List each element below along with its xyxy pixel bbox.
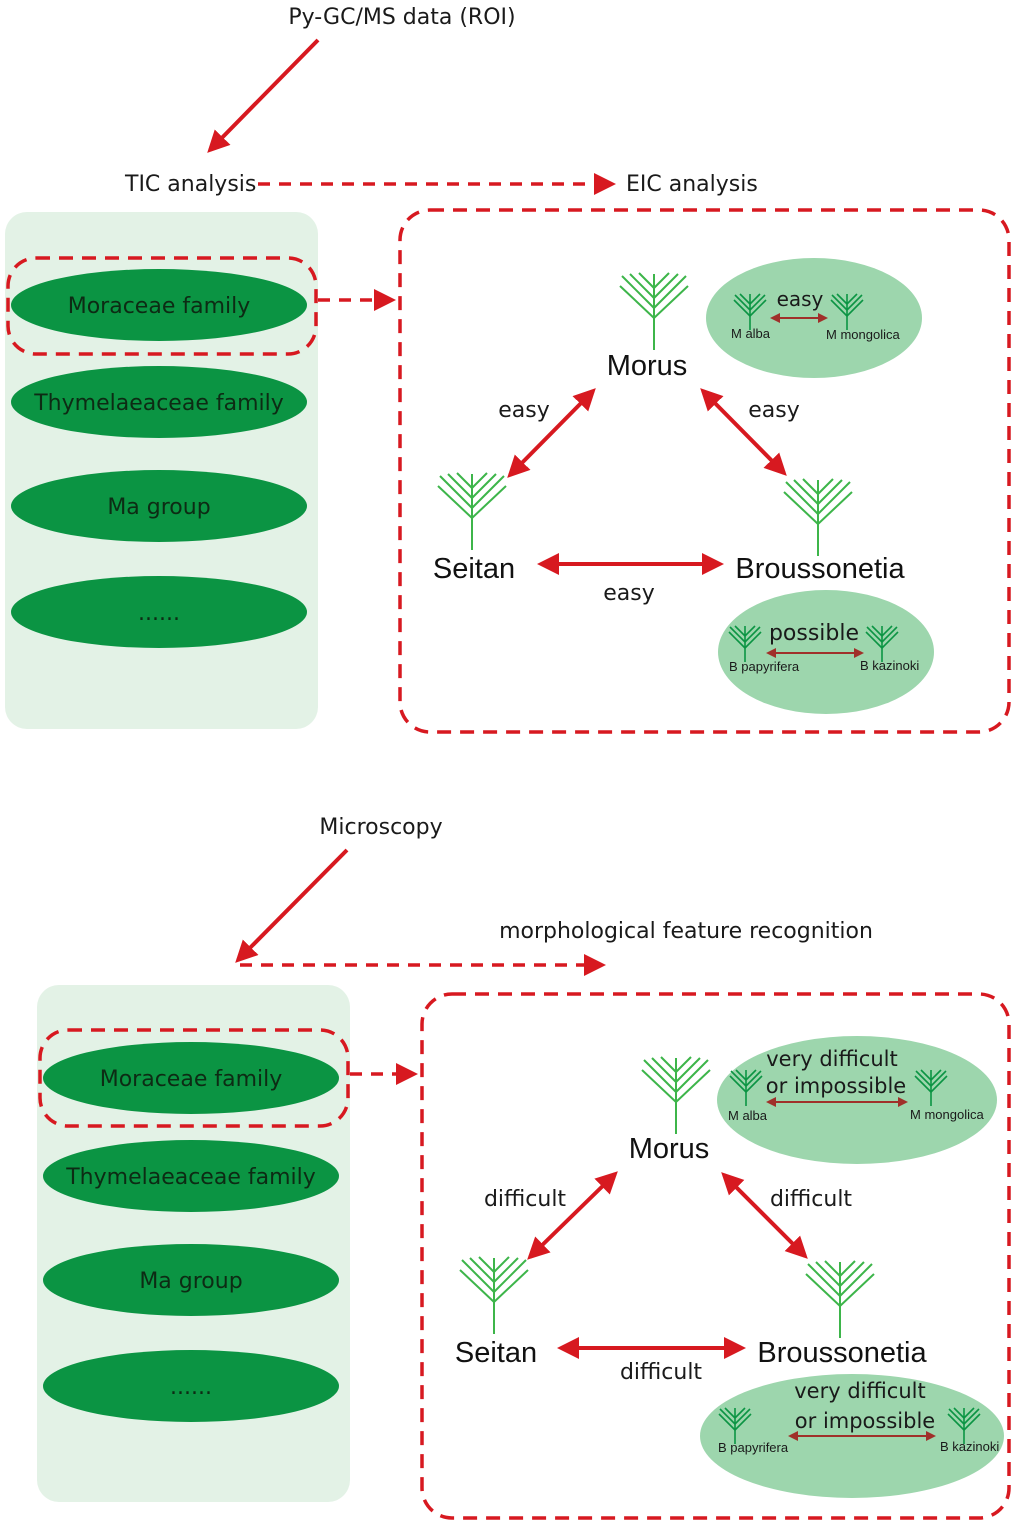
bottom-list-item-3[interactable] [43, 1350, 339, 1422]
top-edge-label-morus-broussonetia: easy [748, 398, 800, 423]
top-broussonetia-tree-icon [783, 478, 853, 557]
top-seitan-label: Seitan [433, 553, 515, 585]
bottom-list-item-2[interactable] [43, 1244, 339, 1316]
bottom-edge-label-seitan-broussonetia: difficult [620, 1360, 702, 1385]
bottom-seitan-tree-icon [459, 1256, 529, 1335]
bottom-source-label: Microscopy [319, 815, 442, 840]
top-edge-seitan-morus [507, 388, 596, 478]
top-morus-tree-icon [619, 272, 689, 351]
eic-label: EIC analysis [626, 172, 758, 197]
bottom-list-item-0[interactable] [43, 1042, 339, 1114]
top-detail-box [398, 208, 1011, 734]
bottom-broussonetia-tree-icon [805, 1260, 875, 1339]
bottom-detail-box [420, 992, 1011, 1520]
bottom-edge-label-morus-broussonetia: difficult [770, 1187, 852, 1212]
top-b-papyrifera: B papyrifera [729, 659, 800, 674]
bottom-highlight-box [38, 1028, 350, 1128]
bottom-list-label-1: Thymelaeaceae family [65, 1165, 316, 1190]
top-list-label-0: Moraceae family [68, 294, 251, 319]
top-edge-label-seitan-broussonetia: easy [603, 581, 655, 606]
top-morus-relation: easy [777, 287, 824, 311]
top-morus-label: Morus [607, 350, 688, 382]
bottom-method-label: morphological feature recognition [499, 919, 873, 944]
bottom-b-kazinoki: B kazinoki [940, 1439, 999, 1454]
bottom-broussonetia-label: Broussonetia [757, 1337, 927, 1369]
top-m-alba: M alba [731, 326, 771, 341]
top-list-label-1: Thymelaeaceae family [33, 391, 284, 416]
top-source-label: Py-GC/MS data (ROI) [288, 5, 515, 30]
top-edge-label-seitan-morus: easy [498, 398, 550, 423]
top-list-label-3: ...... [138, 601, 180, 626]
bottom-source-arrow [235, 848, 349, 963]
bottom-m-mongolica: M mongolica [910, 1107, 984, 1122]
bottom-edge-label-seitan-morus: difficult [484, 1187, 566, 1212]
bottom-morus-label: Morus [629, 1133, 710, 1165]
top-list-item-0[interactable] [11, 269, 307, 341]
bottom-seitan-label: Seitan [455, 1337, 537, 1369]
top-brouss-relation: possible [769, 621, 859, 646]
top-list-item-2[interactable] [11, 470, 307, 542]
top-list-item-1[interactable] [11, 366, 307, 438]
bottom-list-item-1[interactable] [43, 1140, 339, 1212]
bottom-m-alba: M alba [728, 1108, 768, 1123]
bottom-morus-relation-2: or impossible [766, 1074, 906, 1098]
top-b-kazinoki: B kazinoki [860, 658, 919, 673]
bottom-list-label-0: Moraceae family [100, 1067, 283, 1092]
top-seitan-tree-icon [437, 472, 507, 551]
bottom-list-label-2: Ma group [139, 1269, 242, 1294]
top-broussonetia-label: Broussonetia [735, 553, 905, 585]
bottom-b-papyrifera: B papyrifera [718, 1440, 789, 1455]
top-source-arrow [207, 38, 320, 153]
top-list-label-2: Ma group [107, 495, 210, 520]
top-list-item-3[interactable] [11, 576, 307, 648]
bottom-morus-relation-1: very difficult [766, 1047, 897, 1071]
bottom-list-label-3: ...... [170, 1375, 212, 1400]
bottom-edge-seitan-morus [527, 1171, 618, 1260]
bottom-edge-morus-broussonetia [721, 1172, 808, 1259]
top-m-mongolica: M mongolica [826, 327, 900, 342]
bottom-brouss-relation-2: or impossible [795, 1409, 935, 1433]
bottom-brouss-relation-1: very difficult [794, 1379, 925, 1403]
bottom-morus-tree-icon [641, 1056, 711, 1135]
tic-label: TIC analysis [124, 172, 256, 197]
top-edge-morus-broussonetia [700, 388, 787, 476]
top-highlight-box [6, 256, 318, 356]
